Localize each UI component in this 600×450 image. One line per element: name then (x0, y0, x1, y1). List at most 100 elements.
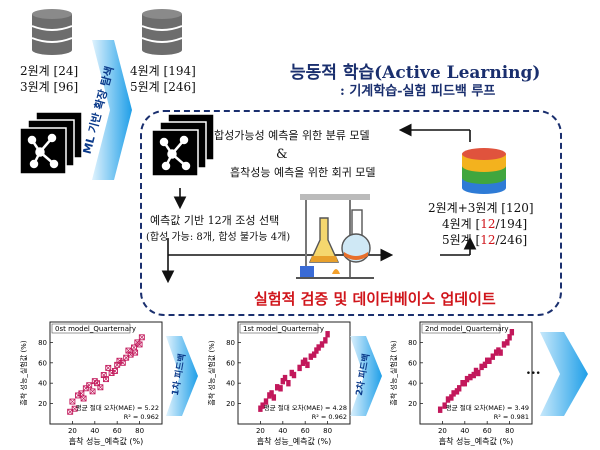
loop-db-line2: 4원계 [12/194] (442, 217, 528, 231)
data-point (271, 394, 277, 401)
y-tick-label: 80 (408, 339, 417, 347)
data-point (267, 392, 272, 399)
data-point (280, 377, 285, 385)
chart-title: 2nd model_Quarternary (421, 323, 509, 334)
x-axis-label: 흡착 성능_예측값 (%) (69, 436, 143, 446)
y-tick-label: 20 (226, 400, 235, 408)
page-subtitle: : 기계학습-실험 피드백 루프 (340, 84, 496, 99)
x-tick-label: 20 (68, 427, 77, 435)
initial-database-icon (31, 9, 73, 55)
ml-expansion-arrow (92, 40, 132, 180)
r2-label: R² = 0.962 (312, 413, 347, 421)
data-point (138, 334, 145, 341)
selection-label: 예측값 기반 12개 조성 선택 (150, 214, 280, 227)
y-tick-label: 20 (408, 400, 417, 408)
initial-db-line1: 2원계 [24] (20, 64, 79, 78)
x-tick-label: 60 (113, 427, 122, 435)
y-tick-label: 40 (408, 380, 417, 388)
data-point (316, 344, 321, 351)
data-point (289, 369, 294, 377)
classification-model-label: 합성가능성 예측을 위한 분류 모델 (214, 129, 370, 142)
expanded-database-icon (141, 9, 183, 55)
y-tick-label: 20 (38, 400, 47, 408)
x-tick-label: 80 (135, 427, 144, 435)
x-tick-label: 20 (256, 427, 265, 435)
y-tick-label: 40 (38, 380, 47, 388)
data-point (507, 334, 512, 341)
data-point (305, 361, 310, 369)
data-point (482, 361, 488, 369)
active-learning-loop-box (140, 110, 562, 316)
data-point (468, 373, 473, 381)
data-point (485, 357, 490, 364)
y-axis-label: 흡착 성능_실험값 (%) (19, 340, 28, 405)
feedback-arrow-2 (350, 336, 382, 416)
y-tick-label: 60 (38, 359, 47, 367)
loop-db-line1: 2원계+3원계 [120] (428, 201, 534, 215)
x-tick-label: 60 (483, 427, 492, 435)
data-point (275, 384, 280, 391)
data-point (509, 329, 515, 336)
x-tick-label: 40 (90, 427, 99, 435)
r2-label: R² = 0.981 (494, 413, 529, 421)
x-axis-label: 흡착 성능_예측값 (%) (257, 436, 331, 446)
data-point (496, 347, 501, 354)
data-point (80, 395, 87, 402)
x-tick-label: 80 (505, 427, 514, 435)
data-point (103, 376, 109, 383)
y-axis-label: 흡착 성능_실험값 (%) (389, 340, 398, 405)
data-point (282, 374, 288, 382)
data-point (476, 369, 481, 377)
x-tick-label: 20 (438, 427, 447, 435)
r2-label: R² = 0.962 (124, 413, 159, 421)
svg-text:0st model_Quarternary: 0st model_Quarternary (55, 325, 136, 333)
x-tick-label: 80 (323, 427, 332, 435)
ampersand: & (276, 147, 288, 162)
data-point (71, 405, 78, 412)
data-point (86, 382, 93, 389)
data-point (260, 402, 265, 409)
mae-label: 평균 절대 오차(MAE) = 5.22 (76, 403, 159, 412)
x-tick-label: 60 (301, 427, 310, 435)
next-iteration-arrow (540, 332, 588, 416)
data-point (116, 357, 123, 364)
data-point (454, 388, 460, 395)
x-axis-label: 흡착 성능_예측값 (%) (439, 436, 513, 446)
y-tick-label: 80 (38, 339, 47, 347)
expanded-db-line2: 5원계 [246] (130, 80, 196, 94)
data-point (263, 398, 269, 405)
svg-text:1st model_Quarternary: 1st model_Quarternary (243, 325, 324, 333)
data-point (97, 384, 104, 391)
initial-db-line2: 3원계 [96] (20, 80, 79, 94)
data-point (319, 341, 325, 348)
feedback-arrow-1 (166, 336, 198, 416)
y-tick-label: 80 (226, 339, 235, 347)
y-tick-label: 60 (408, 359, 417, 367)
data-point (479, 363, 484, 371)
data-point (303, 357, 308, 364)
data-point (490, 353, 495, 360)
y-axis-label: 흡착 성능_실험값 (%) (207, 340, 216, 405)
data-point (69, 398, 76, 405)
data-point (498, 349, 503, 356)
data-point (286, 380, 291, 387)
y-tick-label: 60 (226, 359, 235, 367)
colored-database-icon (462, 148, 506, 194)
chart-title: 0st model_Quarternary (51, 323, 136, 334)
data-point (300, 359, 306, 366)
data-point (94, 380, 100, 387)
x-tick-label: 40 (460, 427, 469, 435)
data-point (473, 367, 479, 375)
data-point (311, 351, 317, 358)
loop-arrows (161, 123, 477, 284)
update-label: 실험적 검증 및 데이터베이스 업데이트 (254, 290, 496, 308)
page-title: 능동적 학습(Active Learning) (290, 63, 541, 83)
y-tick-label: 40 (226, 380, 235, 388)
data-point (464, 375, 470, 383)
network-model-icon-stack (151, 113, 215, 177)
mae-label: 평균 절대 오차(MAE) = 4.28 (264, 403, 347, 412)
data-point (471, 371, 476, 379)
